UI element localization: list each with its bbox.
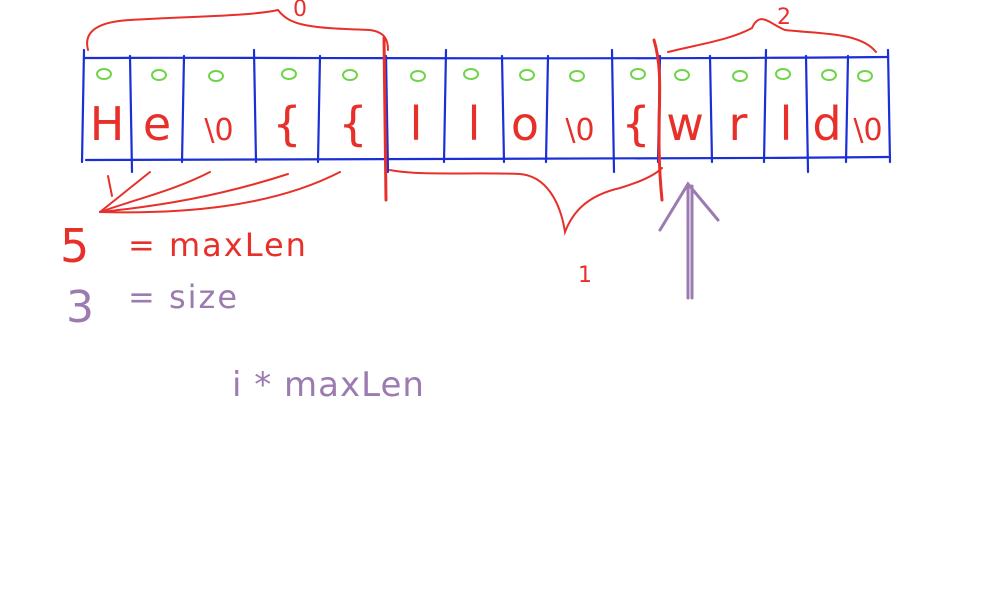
array-cell: l <box>410 70 426 151</box>
brace-group-0 <box>86 8 389 51</box>
grid-divider <box>180 54 186 164</box>
brace-group-2 <box>667 18 877 53</box>
array-cell: { <box>272 68 302 151</box>
visited-mark <box>674 69 690 81</box>
visited-mark <box>821 69 837 81</box>
visited-mark <box>775 68 791 80</box>
array-cell: o <box>511 69 539 151</box>
array-cell: r <box>729 70 748 151</box>
size-label: = size <box>128 278 239 316</box>
visited-mark <box>463 68 479 80</box>
cell-char: { <box>338 97 367 151</box>
visited-mark <box>857 70 873 82</box>
grid-divider <box>844 54 850 164</box>
link-line <box>99 171 341 214</box>
group-label-0: 0 <box>293 0 307 22</box>
cell-char: o <box>511 97 539 151</box>
visited-mark <box>519 69 535 81</box>
max-len-value: 5 <box>60 219 89 273</box>
grid-divider <box>762 48 768 164</box>
grid-divider <box>442 48 448 164</box>
grid-divider <box>708 54 714 164</box>
cell-char: d <box>812 97 841 151</box>
link-line <box>99 171 151 213</box>
grid-divider <box>384 54 390 174</box>
grid-top-line <box>82 55 890 60</box>
array-cell: H <box>90 68 125 151</box>
cell-char: w <box>666 97 704 151</box>
visited-mark <box>630 68 646 80</box>
link-line <box>107 175 113 197</box>
grid-divider <box>80 48 86 164</box>
grid-divider <box>252 48 258 164</box>
cell-char: \0 <box>565 113 594 148</box>
grid-divider <box>316 54 322 164</box>
cell-char: \0 <box>853 113 882 148</box>
array-cell: \0 <box>853 70 883 148</box>
grid-divider <box>544 54 550 164</box>
grid-divider <box>610 48 616 174</box>
array-cell: { <box>621 68 651 151</box>
cell-char: e <box>143 97 171 151</box>
separator-1 <box>382 36 388 202</box>
cell-char: l <box>410 97 423 151</box>
array-cell: d <box>812 69 842 151</box>
group-label-2: 2 <box>777 5 791 30</box>
cell-char: \0 <box>204 113 233 148</box>
visited-mark <box>569 70 585 82</box>
grid-divider <box>886 48 892 164</box>
visited-mark <box>732 70 748 82</box>
array-cell: w <box>666 69 704 151</box>
visited-mark <box>410 70 426 82</box>
char-array-grid <box>80 48 892 174</box>
array-cell: e <box>143 69 171 151</box>
visited-mark <box>151 69 167 81</box>
array-cell: { <box>338 69 368 151</box>
link-line <box>99 173 289 213</box>
max-len-label: = maxLen <box>128 226 308 264</box>
visited-mark <box>281 68 297 80</box>
array-cell: \0 <box>204 70 234 148</box>
grid-bottom-line <box>84 155 890 162</box>
size-value: 3 <box>66 282 94 333</box>
cell-char: l <box>468 97 481 151</box>
cell-char: r <box>729 97 748 151</box>
group-label-1: 1 <box>578 263 592 288</box>
visited-mark <box>342 69 358 81</box>
cell-char: { <box>272 97 301 151</box>
visited-mark <box>208 70 224 82</box>
grid-divider <box>128 54 134 174</box>
array-cell: l <box>775 68 793 151</box>
offset-formula: i * maxLen <box>232 365 425 405</box>
cell-char: H <box>90 97 125 151</box>
grid-divider <box>500 54 506 164</box>
array-cell: l <box>463 68 481 151</box>
link-line <box>99 171 211 213</box>
arrow-up-icon <box>658 181 720 300</box>
grid-divider <box>804 54 810 174</box>
cell-char: l <box>780 97 793 151</box>
array-cell: \0 <box>565 70 595 148</box>
visited-mark <box>96 68 112 80</box>
brace-group-1 <box>389 167 663 236</box>
cell-char: { <box>621 97 650 151</box>
separator-2 <box>652 38 664 202</box>
